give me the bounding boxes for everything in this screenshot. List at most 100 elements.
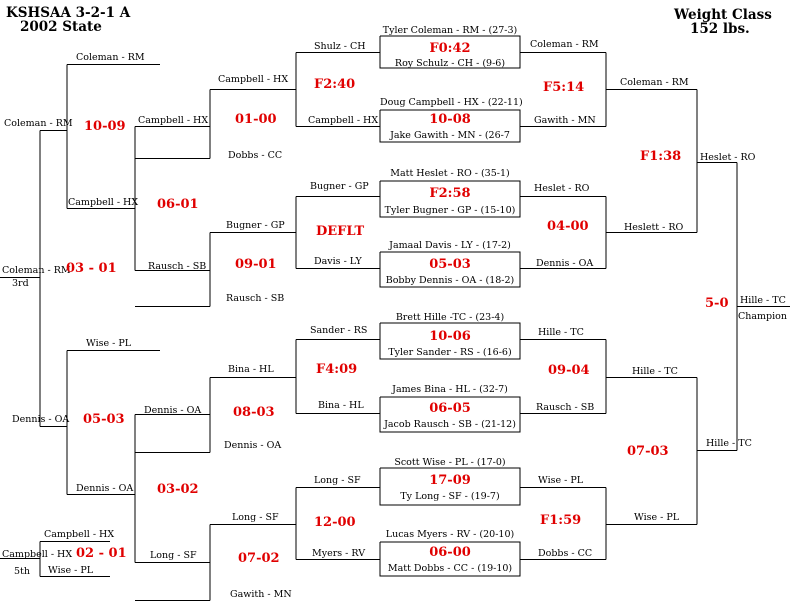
- bracket-name: Wise - PL: [538, 475, 584, 486]
- bout-7-lines: [296, 467, 606, 506]
- bout-5-result: 10-06: [429, 329, 471, 344]
- bracket-name: Gawith - MN: [230, 589, 292, 600]
- result: 09-04: [548, 363, 590, 378]
- bracket-name: Rausch - SB: [148, 261, 207, 272]
- bracket-name: Heslet - RO: [534, 183, 590, 194]
- bracket-name: Bugner - GP: [310, 181, 369, 192]
- bracket-name: Coleman - RM: [620, 77, 689, 88]
- bracket-name: Dennis - OA: [76, 483, 134, 494]
- bracket-name: Wise - PL: [86, 338, 132, 349]
- bout-3-result: F2:58: [429, 186, 471, 201]
- bout-7-bottom: Ty Long - SF - (19-7): [400, 491, 500, 502]
- bout-1-result: F0:42: [429, 41, 471, 56]
- bracket-name: Coleman - RM: [76, 52, 145, 63]
- bout-2-result: 10-08: [429, 112, 471, 127]
- bracket-name: Heslett - RO: [624, 222, 684, 233]
- bout-7-top: Scott Wise - PL - (17-0): [394, 457, 506, 468]
- bracket-name: Dennis - OA: [144, 405, 202, 416]
- fifth-place-name: Campbell - HX: [2, 549, 73, 560]
- bracket-name: Dennis - OA: [224, 440, 282, 451]
- bracket-name: Myers - RV: [312, 548, 366, 559]
- bout-6-lines: [296, 396, 606, 433]
- bracket-name: Bugner - GP: [226, 220, 285, 231]
- result: 03 - 01: [66, 261, 117, 276]
- bout-1-top: Tyler Coleman - RM - (27-3): [382, 25, 518, 36]
- bracket-name: Shulz - CH: [314, 41, 366, 52]
- bout-5-top: Brett Hille -TC - (23-4): [395, 312, 505, 323]
- bout-7-result: 17-09: [429, 473, 471, 488]
- bracket-name: Coleman - RM: [4, 118, 73, 129]
- bout-3-top: Matt Heslet - RO - (35-1): [390, 168, 510, 179]
- bout-5-lines: [296, 322, 606, 360]
- bracket-name: Campbell - HX: [308, 115, 379, 126]
- bracket-name: Hille - TC: [538, 327, 584, 338]
- result: F1:59: [540, 513, 582, 528]
- bracket-name: Long - SF: [314, 475, 361, 486]
- result: 07-02: [238, 551, 280, 566]
- weight-class-label: Weight Class: [674, 7, 772, 23]
- bout-2-top: Doug Campbell - HX - (22-11): [380, 97, 523, 108]
- bout-1-lines: [296, 35, 606, 69]
- bracket-name: Hille - TC: [706, 438, 752, 449]
- result: 10-09: [84, 119, 126, 134]
- bracket-name: Wise - PL: [48, 565, 94, 576]
- bout-2-bottom: Jake Gawith - MN - (26-7: [390, 130, 510, 141]
- bracket-name: Campbell - HX: [68, 197, 139, 208]
- bracket-name: Heslet - RO: [700, 152, 756, 163]
- result: F5:14: [543, 80, 585, 95]
- bout-4-result: 05-03: [429, 257, 471, 272]
- bout-2-lines: [296, 109, 606, 143]
- bout-8-lines: [296, 541, 606, 577]
- result: 03-02: [157, 482, 199, 497]
- result: F1:38: [640, 149, 682, 164]
- bout-8-result: 06-00: [429, 545, 471, 560]
- result: 08-03: [233, 405, 275, 420]
- bout-3-bottom: Tyler Bugner - GP - (15-10): [384, 205, 516, 216]
- bracket-name: Hille - TC: [632, 366, 678, 377]
- third-place-name: Coleman - RM: [2, 265, 71, 276]
- bracket-name: Campbell - HX: [138, 115, 209, 126]
- bout-4-bottom: Bobby Dennis - OA - (18-2): [385, 275, 515, 286]
- result: 02 - 01: [76, 546, 127, 561]
- bout-8-bottom: Matt Dobbs - CC - (19-10): [387, 563, 513, 574]
- weight-class-value: 152 lbs.: [690, 21, 750, 37]
- bout-6-bottom: Jacob Rausch - SB - (21-12): [384, 419, 516, 430]
- third-place-label: 3rd: [12, 278, 29, 289]
- bracket-name: Dennis - OA: [12, 414, 70, 425]
- bracket-name: Sander - RS: [310, 325, 368, 336]
- bracket-name: Long - SF: [150, 550, 197, 561]
- result: 5-0: [705, 296, 729, 311]
- bracket-name: Davis - LY: [314, 256, 362, 267]
- bout-4-lines: [296, 251, 606, 288]
- result: F2:40: [314, 77, 356, 92]
- champion-label: Champion: [738, 311, 788, 322]
- bracket-name: Dobbs - CC: [228, 150, 283, 161]
- champion-name: Hille - TC: [740, 295, 786, 306]
- bracket-name: Coleman - RM: [530, 39, 599, 50]
- bout-5-bottom: Tyler Sander - RS - (16-6): [388, 347, 512, 358]
- bracket-name: Rausch - SB: [536, 402, 595, 413]
- bracket-name: Wise - PL: [634, 512, 680, 523]
- bracket-name: Long - SF: [232, 512, 279, 523]
- bracket-name: Campbell - HX: [218, 74, 289, 85]
- result: 07-03: [627, 444, 669, 459]
- tournament-title: KSHSAA 3-2-1 A: [6, 5, 131, 21]
- result: 06-01: [157, 197, 199, 212]
- result: DEFLT: [316, 224, 365, 239]
- bracket-name: Bina - HL: [318, 400, 364, 411]
- bout-8-top: Lucas Myers - RV - (20-10): [385, 529, 515, 540]
- bout-4-top: Jamaal Davis - LY - (17-2): [389, 240, 511, 251]
- bracket-name: Dobbs - CC: [538, 548, 593, 559]
- result: F4:09: [316, 362, 358, 377]
- fifth-place-label: 5th: [14, 566, 30, 577]
- result: 05-03: [83, 412, 125, 427]
- result: 09-01: [235, 257, 277, 272]
- result: 01-00: [235, 112, 277, 127]
- bout-3-lines: [296, 180, 606, 218]
- result: 12-00: [314, 515, 356, 530]
- bracket-name: Rausch - SB: [226, 293, 285, 304]
- tournament-subtitle: 2002 State: [20, 19, 102, 35]
- bout-6-top: James Bina - HL - (32-7): [392, 384, 508, 395]
